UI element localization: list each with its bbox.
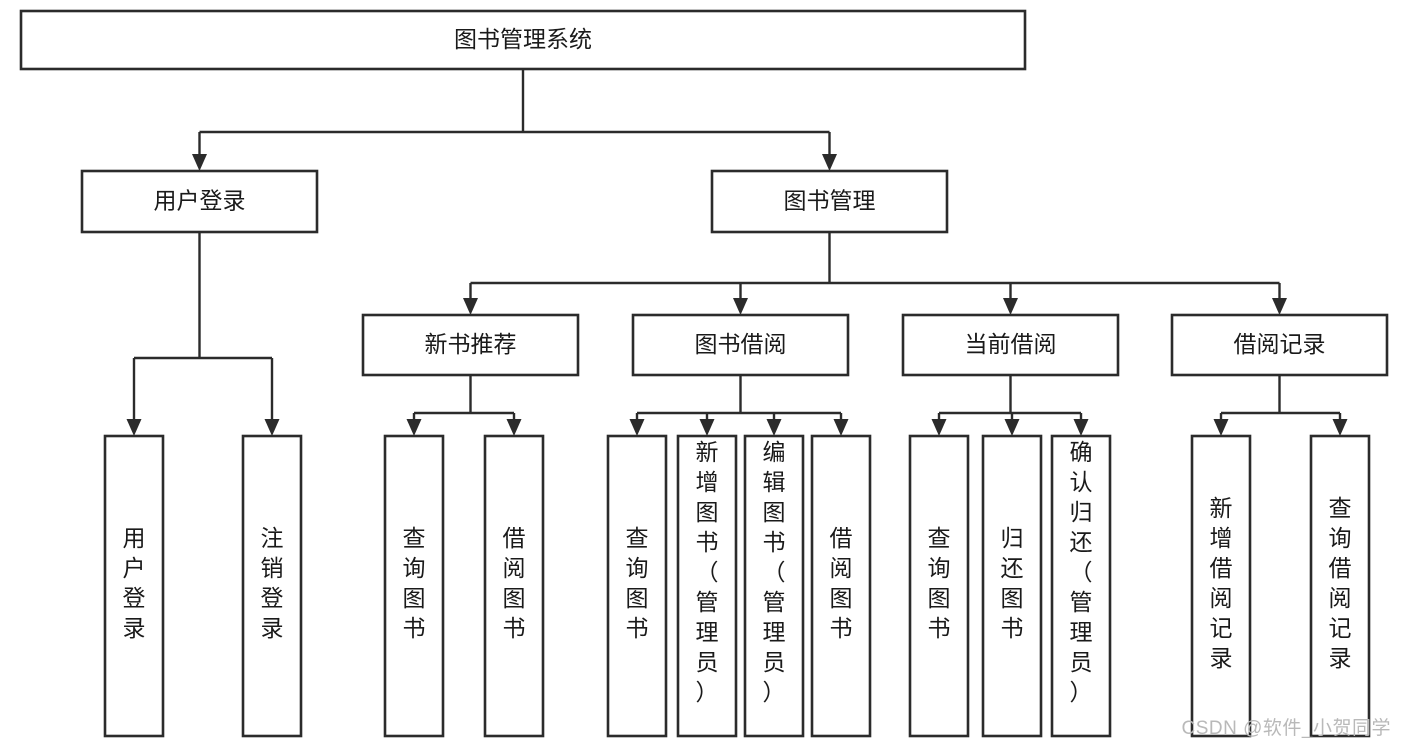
node-label-leaf-borrow-book-rec: 借阅图书 bbox=[503, 525, 526, 641]
node-box-leaf-logout[interactable] bbox=[241, 434, 303, 738]
node-box-leaf-query-book-borrow[interactable] bbox=[606, 434, 668, 738]
node-box-leaf-query-book-current[interactable] bbox=[908, 434, 970, 738]
node-label-leaf-query-book-current: 查询图书 bbox=[928, 525, 951, 641]
node-label-current-borrow: 当前借阅 bbox=[965, 331, 1057, 357]
node-label-leaf-query-record: 查询借阅记录 bbox=[1329, 495, 1352, 671]
node-label-new-book-rec: 新书推荐 bbox=[425, 331, 517, 357]
node-box-leaf-add-book[interactable] bbox=[676, 434, 738, 738]
node-label-root: 图书管理系统 bbox=[454, 26, 592, 52]
node-root[interactable]: 图书管理系统 bbox=[19, 9, 1027, 71]
node-leaf-confirm-return[interactable]: 确认归还（管理员） bbox=[1050, 434, 1112, 738]
edge-layer bbox=[126, 69, 1348, 436]
node-leaf-add-record[interactable]: 新增借阅记录 bbox=[1190, 434, 1252, 738]
node-box-leaf-query-book-rec[interactable] bbox=[383, 434, 445, 738]
node-box-book-borrow[interactable] bbox=[631, 313, 850, 377]
node-label-leaf-query-book-borrow: 查询图书 bbox=[626, 525, 649, 641]
node-leaf-user-login[interactable]: 用户登录 bbox=[103, 434, 165, 738]
node-label-user-login: 用户登录 bbox=[154, 188, 246, 214]
node-box-root[interactable] bbox=[19, 9, 1027, 71]
node-box-book-manage[interactable] bbox=[710, 169, 949, 234]
node-label-leaf-add-record: 新增借阅记录 bbox=[1210, 495, 1233, 671]
node-box-leaf-edit-book[interactable] bbox=[743, 434, 805, 738]
watermark-label: CSDN @软件_小贺同学 bbox=[1181, 718, 1391, 739]
node-leaf-borrow-book[interactable]: 借阅图书 bbox=[810, 434, 872, 738]
node-new-book-rec[interactable]: 新书推荐 bbox=[361, 313, 580, 377]
node-leaf-add-book[interactable]: 新增图书（管理员） bbox=[676, 434, 738, 738]
node-box-leaf-confirm-return[interactable] bbox=[1050, 434, 1112, 738]
node-book-borrow[interactable]: 图书借阅 bbox=[631, 313, 850, 377]
node-leaf-query-record[interactable]: 查询借阅记录 bbox=[1309, 434, 1371, 738]
node-box-leaf-borrow-book[interactable] bbox=[810, 434, 872, 738]
node-box-borrow-record[interactable] bbox=[1170, 313, 1389, 377]
node-book-manage[interactable]: 图书管理 bbox=[710, 169, 949, 234]
node-label-leaf-logout: 注销登录 bbox=[261, 525, 284, 641]
node-leaf-query-book-borrow[interactable]: 查询图书 bbox=[606, 434, 668, 738]
node-label-leaf-borrow-book: 借阅图书 bbox=[830, 525, 853, 641]
node-leaf-borrow-book-rec[interactable]: 借阅图书 bbox=[483, 434, 545, 738]
node-layer: 图书管理系统用户登录图书管理新书推荐图书借阅当前借阅借阅记录用户登录注销登录查询… bbox=[19, 9, 1389, 738]
node-label-leaf-add-book: 新增图书（管理员） bbox=[696, 439, 719, 705]
node-leaf-query-book-current[interactable]: 查询图书 bbox=[908, 434, 970, 738]
node-box-user-login[interactable] bbox=[80, 169, 319, 234]
node-label-leaf-edit-book: 编辑图书（管理员） bbox=[763, 439, 786, 705]
node-box-new-book-rec[interactable] bbox=[361, 313, 580, 377]
node-user-login[interactable]: 用户登录 bbox=[80, 169, 319, 234]
node-box-leaf-user-login[interactable] bbox=[103, 434, 165, 738]
node-box-leaf-return-book[interactable] bbox=[981, 434, 1043, 738]
node-leaf-logout[interactable]: 注销登录 bbox=[241, 434, 303, 738]
node-label-borrow-record: 借阅记录 bbox=[1234, 331, 1326, 357]
node-label-leaf-user-login: 用户登录 bbox=[123, 525, 146, 641]
node-borrow-record[interactable]: 借阅记录 bbox=[1170, 313, 1389, 377]
node-label-book-manage: 图书管理 bbox=[784, 188, 876, 214]
node-leaf-return-book[interactable]: 归还图书 bbox=[981, 434, 1043, 738]
node-leaf-query-book-rec[interactable]: 查询图书 bbox=[383, 434, 445, 738]
node-label-leaf-confirm-return: 确认归还（管理员） bbox=[1070, 439, 1093, 705]
node-box-leaf-add-record[interactable] bbox=[1190, 434, 1252, 738]
node-box-leaf-borrow-book-rec[interactable] bbox=[483, 434, 545, 738]
node-label-leaf-return-book: 归还图书 bbox=[1001, 525, 1024, 641]
node-current-borrow[interactable]: 当前借阅 bbox=[901, 313, 1120, 377]
node-label-book-borrow: 图书借阅 bbox=[695, 331, 787, 357]
node-leaf-edit-book[interactable]: 编辑图书（管理员） bbox=[743, 434, 805, 738]
node-label-leaf-query-book-rec: 查询图书 bbox=[403, 525, 426, 641]
node-box-leaf-query-record[interactable] bbox=[1309, 434, 1371, 738]
node-box-current-borrow[interactable] bbox=[901, 313, 1120, 377]
